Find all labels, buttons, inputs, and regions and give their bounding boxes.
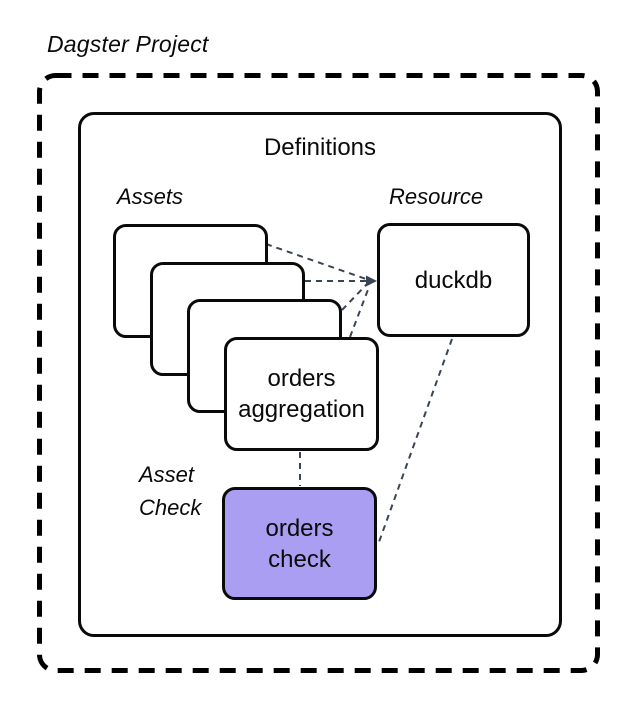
resource-box-duckdb: duckdb xyxy=(377,223,530,337)
asset-card-label-line2: aggregation xyxy=(238,396,365,423)
asset-card-label-line1: orders xyxy=(267,365,336,392)
asset-check-box-line2: check xyxy=(268,545,331,573)
asset-check-label-line1: Asset xyxy=(139,462,195,487)
connector-asset1-duckdb xyxy=(265,243,367,280)
arrowhead-duckdb xyxy=(366,275,377,287)
definitions-label: Definitions xyxy=(263,134,377,161)
resource-box-label: duckdb xyxy=(414,266,493,294)
connector-asset4-duckdb xyxy=(349,286,370,338)
asset-check-box: orders check xyxy=(222,487,377,600)
connector-duckdb-orderscheck xyxy=(378,338,453,543)
resource-label: Resource xyxy=(389,184,484,209)
asset-card-orders-aggregation: orders aggregation xyxy=(224,337,379,451)
definitions-box xyxy=(78,112,562,637)
asset-check-label: Asset Check xyxy=(139,458,201,524)
asset-check-box-line1: orders xyxy=(265,514,334,542)
asset-check-label-line2: Check xyxy=(139,495,202,520)
assets-label: Assets xyxy=(117,184,184,209)
diagram-title: Dagster Project xyxy=(47,31,209,57)
dagster-project-boundary xyxy=(37,73,600,673)
